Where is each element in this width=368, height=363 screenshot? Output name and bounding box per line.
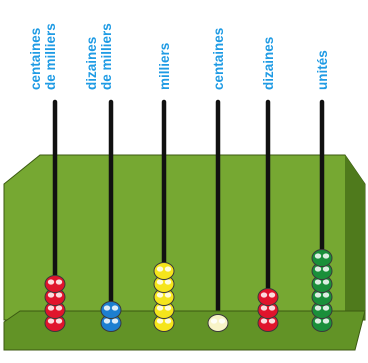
red-bead-icon [257, 288, 279, 306]
yellow-bead-icon [153, 288, 175, 306]
yellow-bead-icon [153, 314, 175, 332]
column-label-4-line-1: centaines [211, 28, 226, 90]
yellow-bead-icon [153, 301, 175, 319]
column-label-3-line-1: milliers [157, 43, 172, 90]
green-bead-icon [311, 288, 333, 306]
red-bead-icon [44, 275, 66, 293]
yellow-bead-icon [153, 275, 175, 293]
column-label-2-line-1: dizaines [84, 37, 99, 90]
abacus-board-side [345, 155, 365, 320]
abacus-beads [44, 249, 333, 332]
column-label-5-line-1: dizaines [261, 37, 276, 90]
green-bead-icon [311, 262, 333, 280]
cream-bead-icon [207, 314, 229, 332]
column-label-1-line-2: de milliers [43, 23, 58, 90]
green-bead-icon [311, 249, 333, 267]
column-label-6-line-1: unités [315, 50, 330, 90]
column-label-1-line-1: centaines [28, 28, 43, 90]
blue-bead-icon [100, 301, 122, 319]
yellow-bead-icon [153, 262, 175, 280]
green-bead-icon [311, 275, 333, 293]
column-label-2-line-2: de milliers [99, 23, 114, 90]
